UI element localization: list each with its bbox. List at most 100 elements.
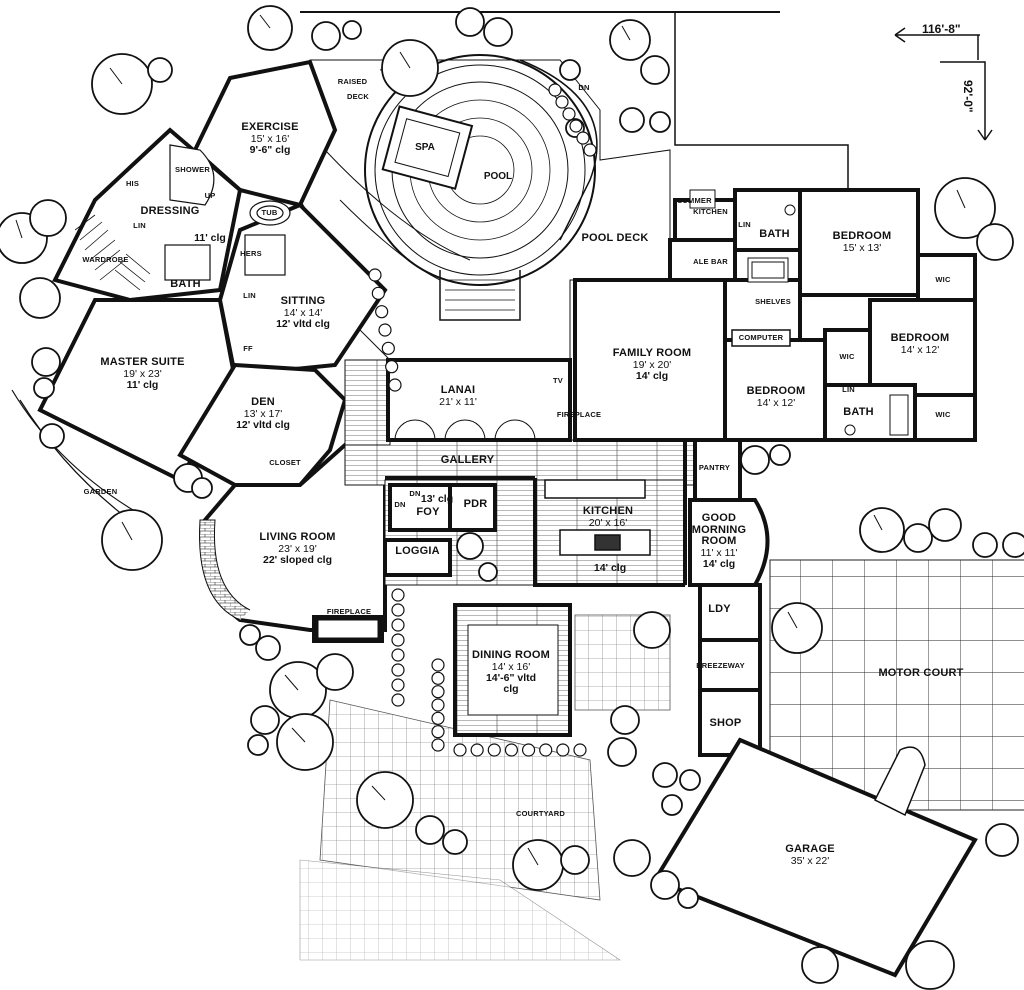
kitchen-island	[544, 479, 651, 556]
room-ceiling: 14' clg	[635, 369, 669, 382]
label-his: HIS	[125, 179, 140, 188]
room-size: 13' x 17'	[243, 407, 283, 420]
room-name: BEDROOM	[890, 332, 950, 344]
shrub	[431, 685, 445, 699]
room-exercise: EXERCISE 15' x 16' 9'-6" clg	[220, 121, 320, 156]
room-size: 19' x 20'	[632, 358, 672, 371]
shrub	[391, 663, 405, 677]
room-size: 14' x 12'	[900, 343, 940, 356]
label-lin-4: LIN	[243, 291, 256, 300]
shrub	[583, 143, 597, 157]
label-bath-2: BATH	[843, 406, 874, 418]
room-size: 14' x 16'	[491, 660, 531, 673]
room-name: DRESSING	[140, 205, 200, 217]
room-dining-room: DINING ROOM 14' x 16' 14'-6" vltd clg	[463, 649, 559, 695]
label-summer-kitchen-1: SUMMER	[677, 196, 712, 205]
label-fireplace-family: FIREPLACE	[556, 410, 602, 419]
shrub	[431, 698, 445, 712]
label-ale-bar: ALE BAR	[693, 257, 728, 266]
dimension-markers	[894, 27, 993, 141]
overall-width-dimension: 116'-8"	[922, 22, 961, 36]
label-wic-3: WIC	[935, 410, 951, 419]
room-good-morning: GOOD MORNING ROOM 11' x 11' 14' clg	[680, 512, 758, 570]
room-ceiling: 11' clg	[126, 378, 159, 391]
overall-depth-dimension: 92'-0"	[961, 80, 975, 113]
shrub	[375, 305, 389, 319]
shrub	[576, 131, 590, 145]
shrub	[378, 323, 392, 337]
room-size: 35' x 22'	[790, 854, 830, 867]
label-computer: COMPUTER	[738, 333, 784, 342]
dining-room-walls	[453, 603, 572, 737]
room-lanai: LANAI 21' x 11'	[418, 384, 498, 408]
shrub	[521, 743, 536, 757]
room-name: SITTING	[280, 295, 326, 307]
room-name-line-1: GOOD	[701, 512, 737, 524]
label-foyer-dn-2: DN	[394, 500, 406, 509]
label-raised-deck-1: RAISED	[337, 77, 368, 86]
kitchen-ceiling: 14' clg	[593, 562, 627, 574]
shrub-borders	[368, 83, 597, 757]
shrub	[562, 107, 576, 121]
room-ceiling-line-2: clg	[503, 682, 519, 695]
shrub	[487, 743, 501, 757]
room-name: LIVING ROOM	[259, 531, 336, 543]
room-name: LANAI	[440, 384, 476, 396]
landscape-trees	[0, 5, 1024, 990]
room-size: 15' x 13'	[842, 241, 882, 254]
label-pool: POOL	[483, 171, 513, 182]
label-lin-1: LIN	[738, 220, 751, 229]
good-morning-room-walls	[688, 438, 770, 757]
label-hers: HERS	[240, 249, 262, 258]
shrub	[569, 119, 583, 133]
shrub	[391, 693, 405, 707]
label-bath-1: BATH	[759, 228, 790, 240]
label-shelves: SHELVES	[755, 297, 791, 306]
shrub	[555, 95, 569, 109]
shrub	[504, 743, 519, 757]
label-up: UP	[204, 191, 216, 200]
shrub	[371, 286, 385, 300]
shrub	[381, 341, 395, 355]
shrub	[470, 743, 484, 757]
label-closet: CLOSET	[269, 458, 301, 467]
room-name: BEDROOM	[832, 230, 892, 242]
room-name: BEDROOM	[746, 385, 806, 397]
room-size: 21' x 11'	[439, 395, 477, 408]
room-size: 14' x 14'	[283, 306, 323, 319]
room-name: KITCHEN	[582, 505, 634, 517]
room-ceiling: 12' vltd clg	[276, 317, 330, 330]
label-garden: GARDEN	[83, 487, 118, 496]
room-name: DEN	[251, 396, 275, 408]
room-name: MASTER SUITE	[100, 356, 185, 368]
room-sitting: SITTING 14' x 14' 12' vltd clg	[258, 295, 348, 330]
label-pool-dn: DN	[578, 83, 590, 92]
shrub	[391, 603, 405, 617]
foyer-ceiling: 13' clg	[420, 493, 454, 505]
label-lin-3: LIN	[133, 221, 146, 230]
bath-fixtures	[164, 144, 291, 281]
wardrobe-closet	[74, 214, 151, 291]
label-shop: SHOP	[709, 717, 742, 729]
label-courtyard: COURTYARD	[515, 809, 566, 818]
master-wing-walls	[37, 59, 388, 487]
shrub	[391, 588, 405, 602]
label-raised-deck-2: DECK	[346, 92, 370, 101]
shrub	[391, 618, 405, 632]
label-loggia: LOGGIA	[395, 545, 440, 557]
room-ceiling: 22' sloped clg	[262, 553, 333, 566]
room-bedroom-1: BEDROOM 15' x 13'	[822, 230, 902, 254]
dressing-ceiling: 11' clg	[194, 232, 226, 244]
label-wardrobe: WARDROBE	[82, 255, 129, 264]
label-lin-2: LIN	[842, 385, 855, 394]
room-ceiling: 12' vltd clg	[236, 418, 290, 431]
label-wic-1: WIC	[935, 275, 951, 284]
room-master-suite: MASTER SUITE 19' x 23' 11' clg	[85, 356, 200, 391]
shrub	[391, 648, 405, 662]
room-name-line-2: MORNING	[691, 523, 747, 536]
label-shower: SHOWER	[175, 165, 210, 174]
room-garage: GARAGE 35' x 22'	[770, 843, 850, 867]
family-bedroom-walls	[573, 188, 977, 442]
room-bedroom-3: BEDROOM 14' x 12'	[736, 385, 816, 409]
